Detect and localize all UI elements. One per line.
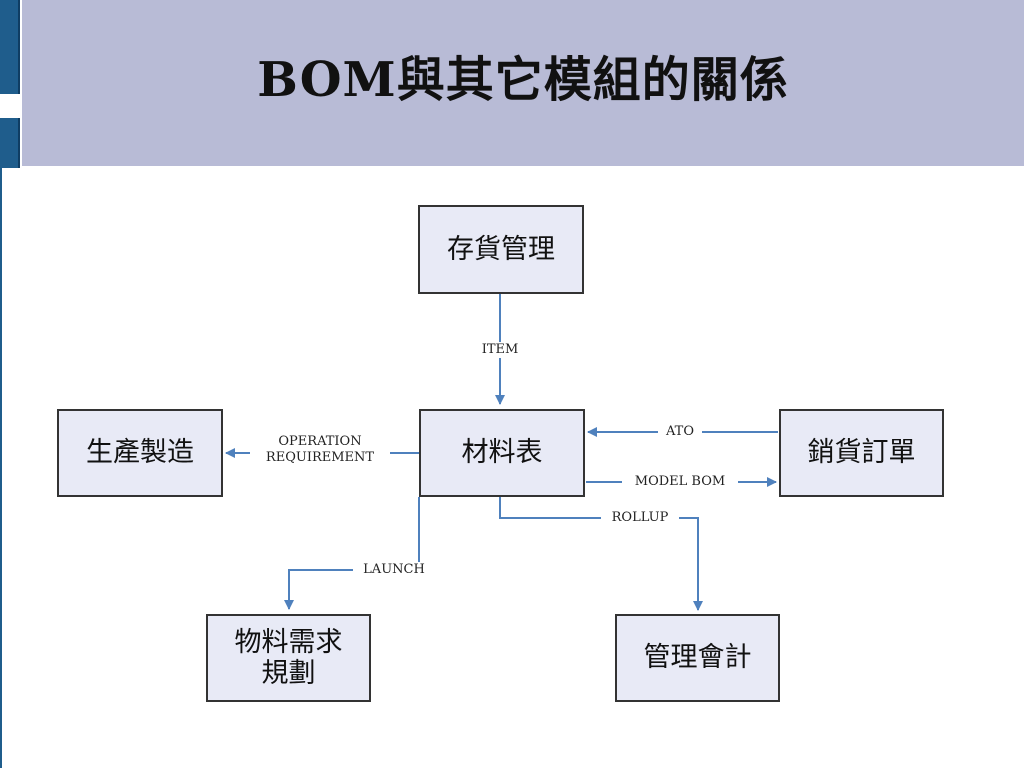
node-inventory-management: 存貨管理 (418, 205, 584, 294)
node-sales-order-label: 銷貨訂單 (807, 437, 916, 469)
edge-launch (284, 497, 420, 610)
accent-bar-middle (0, 118, 20, 168)
edge-rollup (499, 497, 703, 611)
node-bill-of-materials: 材料表 (419, 409, 585, 497)
node-manufacturing-label: 生產製造 (86, 437, 194, 469)
node-bom-label: 材料表 (461, 437, 543, 469)
node-cost-accounting-label: 管理會計 (643, 642, 752, 674)
slide-title: BOM與其它模組的關係 (257, 52, 789, 108)
accent-bar-top (0, 0, 20, 94)
edge-label-rollup: ROLLUP (601, 510, 679, 526)
node-mrp-label-line2: 規劃 (261, 658, 316, 689)
edge-label-operation-line1: OPERATION (278, 434, 362, 449)
node-cost-accounting: 管理會計 (615, 614, 780, 702)
edge-label-launch: LAUNCH (353, 562, 435, 578)
edge-label-ato: ATO (658, 424, 702, 440)
edge-label-item: ITEM (474, 342, 526, 358)
title-banner (22, 0, 1024, 166)
node-mrp-label-line1: 物料需求 (234, 626, 343, 658)
edge-label-operation-line2: REQUIREMENT (265, 450, 375, 465)
node-sales-order: 銷貨訂單 (779, 409, 944, 497)
edge-label-model-bom: MODEL BOM (622, 474, 738, 490)
left-edge-line (0, 168, 2, 768)
edge-label-operation-requirement: OPERATION REQUIREMENT (250, 434, 390, 466)
node-inventory-label: 存貨管理 (447, 233, 555, 265)
node-material-requirements-planning: 物料需求 規劃 (206, 614, 371, 702)
node-manufacturing: 生產製造 (57, 409, 223, 497)
